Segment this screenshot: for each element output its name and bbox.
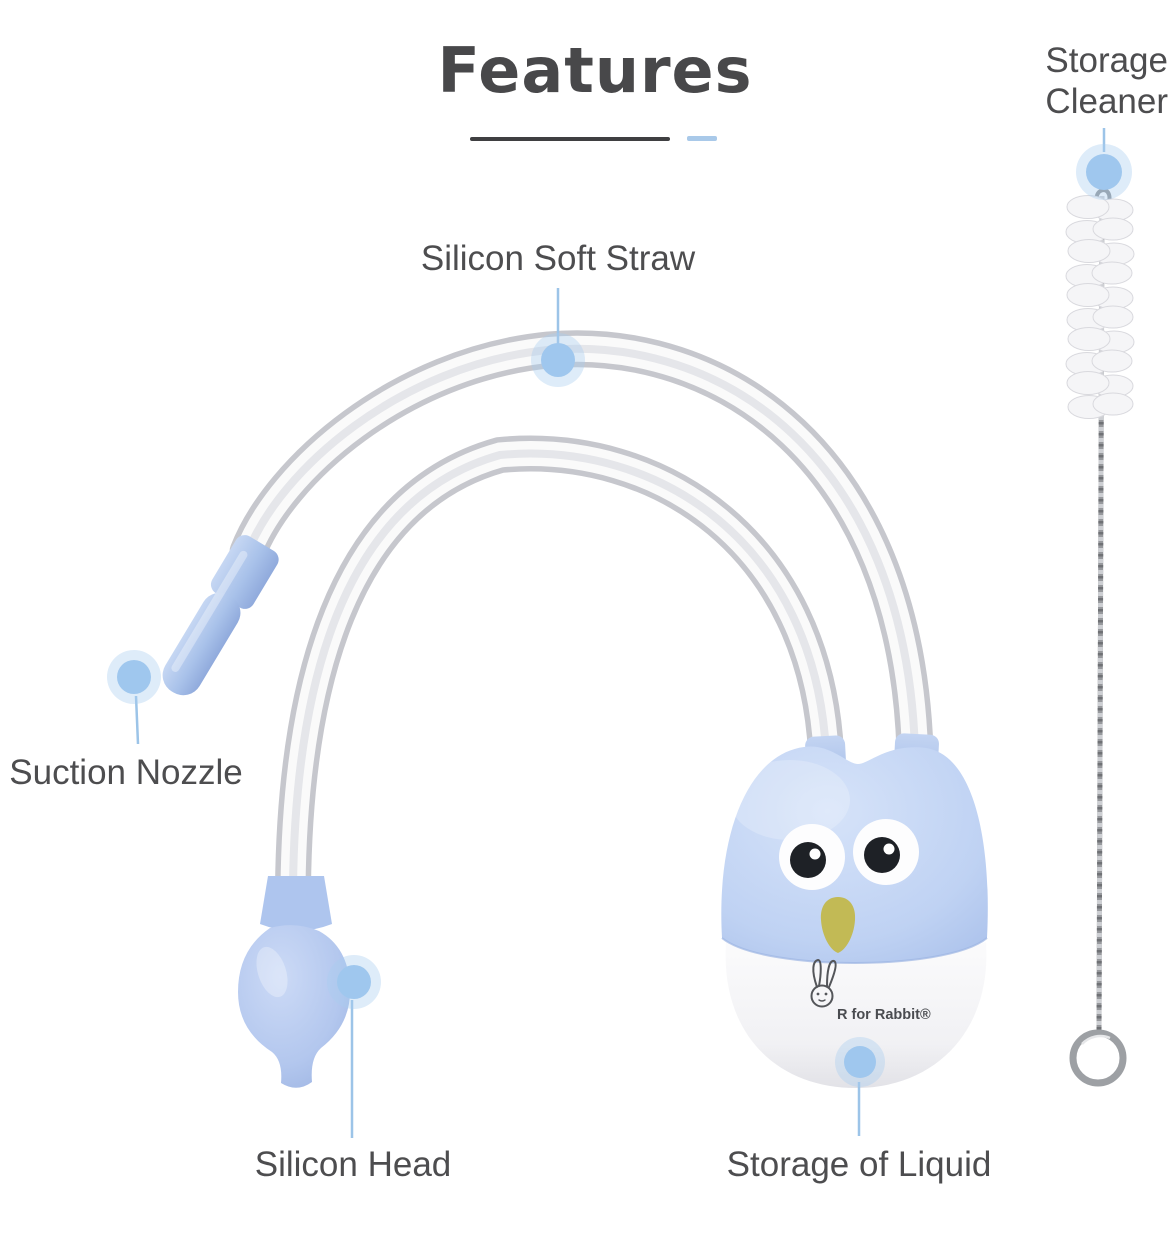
brush-bristles — [1065, 195, 1135, 419]
title-underline-accent — [687, 136, 717, 141]
silicone-tube-inner — [275, 435, 844, 906]
callout-line-nozzle — [134, 695, 140, 745]
owl-eye-right — [853, 819, 919, 885]
callout-dots — [107, 144, 1132, 1087]
callout-dot-nozzle — [107, 650, 161, 704]
brand-logo — [810, 958, 837, 1008]
bulb-connector — [260, 876, 332, 931]
callout-dot-cleaner — [1076, 144, 1132, 200]
silicon-head-bulb — [238, 876, 351, 1088]
silicone-tube-outer — [229, 330, 934, 769]
title-underline — [470, 137, 670, 141]
owl-eye-left — [779, 824, 845, 890]
brush-ring — [1069, 1029, 1127, 1087]
suction-nozzle — [162, 535, 279, 696]
feature-label-silicon-head: Silicon Head — [254, 1145, 452, 1184]
callout-dot-straw — [531, 333, 585, 387]
feature-label-suction-nozzle: Suction Nozzle — [9, 753, 243, 792]
owl-beak — [820, 897, 856, 953]
page-title: Features — [437, 34, 753, 107]
feature-label-storage-of-liquid: Storage of Liquid — [726, 1145, 992, 1184]
callout-lines — [134, 128, 1106, 1138]
callout-dot-liquid — [835, 1037, 885, 1087]
brand-logo-text: R for Rabbit® — [837, 1007, 931, 1023]
feature-label-storage-cleaner: Storage Cleaner — [1045, 41, 1168, 122]
storage-cleaner-brush — [1065, 187, 1135, 1087]
callout-dot-head — [327, 955, 381, 1009]
liquid-container — [725, 942, 987, 1088]
aspirator-body: R for Rabbit® — [721, 733, 988, 1088]
feature-label-silicon-soft-straw: Silicon Soft Straw — [420, 239, 696, 278]
